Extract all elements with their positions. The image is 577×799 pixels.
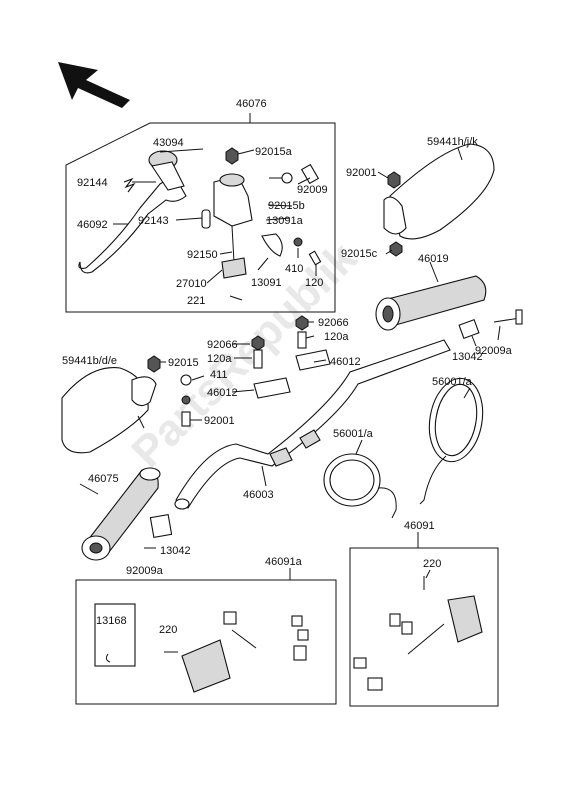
label-46092: 46092 xyxy=(77,219,108,231)
label-46012-left: 46012 xyxy=(207,387,238,399)
label-46003: 46003 xyxy=(243,489,274,501)
mirror-group xyxy=(323,377,484,519)
label-92150: 92150 xyxy=(187,249,218,261)
part-labels: 46076 43094 92015a 92144 92009 92015b 13… xyxy=(62,98,513,636)
label-13168: 13168 xyxy=(96,615,127,627)
left-switch-box-group xyxy=(75,568,337,705)
label-120a-right: 120a xyxy=(324,331,349,343)
label-46091: 46091 xyxy=(404,520,435,532)
label-46012-right: 46012 xyxy=(330,356,361,368)
right-grip-group xyxy=(375,261,523,347)
label-92001-top: 92001 xyxy=(346,167,377,179)
label-56001a-right: 56001/a xyxy=(432,376,473,388)
label-92144: 92144 xyxy=(77,177,108,189)
label-92015a: 92015a xyxy=(255,146,293,158)
label-13042-left: 13042 xyxy=(160,545,191,557)
label-92015c: 92015c xyxy=(341,248,378,260)
label-59441hjk: 59441h/j/k xyxy=(427,136,478,148)
label-92015: 92015 xyxy=(168,357,199,369)
right-hand-guard-group xyxy=(377,143,495,257)
right-switch-box-group xyxy=(349,532,499,707)
direction-arrow-icon xyxy=(58,62,130,108)
label-46076: 46076 xyxy=(236,98,267,110)
label-43094: 43094 xyxy=(153,137,184,149)
label-92001: 92001 xyxy=(204,415,235,427)
label-92066-right: 92066 xyxy=(318,317,349,329)
clamp-group xyxy=(231,315,331,399)
label-56001a-mid: 56001/a xyxy=(333,428,374,440)
label-27010: 27010 xyxy=(176,278,207,290)
label-221: 221 xyxy=(187,295,205,307)
label-59441bde: 59441b/d/e xyxy=(62,355,117,367)
label-92066-left: 92066 xyxy=(207,339,238,351)
label-411: 411 xyxy=(210,369,228,381)
label-46075: 46075 xyxy=(88,473,119,485)
label-92143: 92143 xyxy=(138,215,169,227)
label-13091: 13091 xyxy=(251,277,282,289)
label-13042-right: 13042 xyxy=(452,351,483,363)
label-410: 410 xyxy=(285,263,303,275)
left-grip-group xyxy=(79,467,173,561)
label-92009: 92009 xyxy=(297,184,328,196)
label-92009a-left: 92009a xyxy=(126,565,164,577)
lever-assembly-group xyxy=(65,113,336,313)
label-92009a-right: 92009a xyxy=(475,345,513,357)
label-92015b: 92015b xyxy=(268,200,305,212)
label-220-right: 220 xyxy=(423,558,441,570)
label-120: 120 xyxy=(305,277,323,289)
label-46019: 46019 xyxy=(418,253,449,265)
label-120a-left: 120a xyxy=(207,353,232,365)
label-13091a: 13091a xyxy=(266,215,304,227)
label-220-left: 220 xyxy=(159,624,177,636)
handlebar-group xyxy=(174,339,451,510)
label-46091a: 46091a xyxy=(265,556,303,568)
left-hand-guard-group xyxy=(61,355,205,454)
